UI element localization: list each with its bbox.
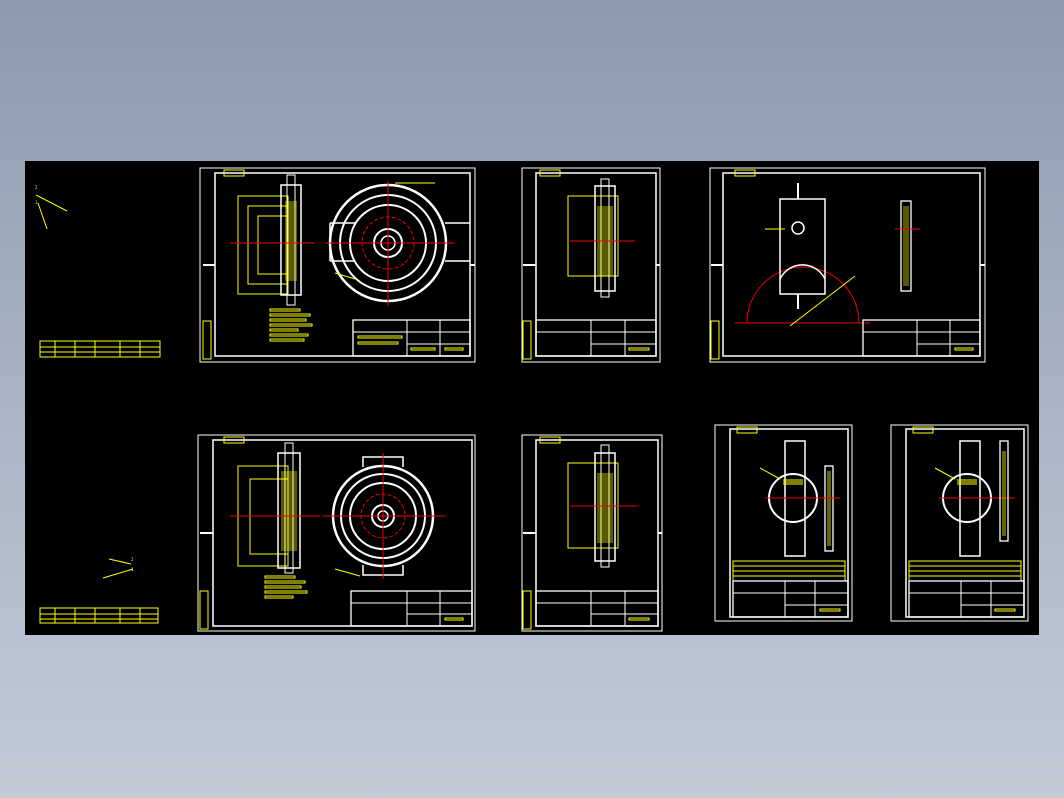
crank-side-view — [820, 465, 840, 552]
pulley-front-view — [323, 453, 445, 579]
title-block — [732, 580, 849, 618]
drawing-canvas[interactable]: 2 1 2 1 — [25, 161, 1039, 635]
sheet-small-pulley-top[interactable] — [521, 167, 661, 363]
parts-list — [908, 560, 1022, 582]
small-pulley-section — [567, 444, 637, 568]
title-block — [908, 580, 1025, 618]
title-block — [862, 319, 981, 357]
parts-list-table-top — [39, 340, 161, 358]
sheet-arm-top[interactable] — [709, 167, 986, 363]
pulley-section-view — [230, 442, 320, 574]
parts-list — [732, 560, 846, 582]
parts-list-table-bottom — [39, 607, 159, 624]
sheet-small-pulley-bottom[interactable] — [521, 434, 663, 632]
pulley-front-view — [325, 181, 470, 306]
svg-text:1: 1 — [131, 567, 134, 572]
sheet-crank-b[interactable] — [890, 424, 1029, 622]
small-pulley-section — [567, 178, 635, 298]
crank-front-view — [934, 440, 1015, 557]
crank-side-view — [999, 440, 1009, 542]
sheet-crank-a[interactable] — [714, 424, 853, 622]
leader-annotation-bottom: 2 1 — [102, 557, 134, 579]
svg-text:2: 2 — [131, 557, 134, 562]
technical-notes — [264, 575, 308, 599]
arm-side-view — [895, 200, 920, 292]
pulley-section-view — [230, 174, 315, 306]
sheet-pulley-top[interactable] — [199, 167, 476, 363]
cad-model-space: 2 1 2 1 — [35, 167, 1029, 632]
crank-front-view — [759, 440, 825, 557]
title-block — [535, 319, 657, 357]
svg-text:1: 1 — [35, 200, 38, 205]
technical-notes — [269, 308, 313, 342]
title-block — [350, 590, 473, 627]
sheet-pulley-bottom[interactable] — [197, 434, 476, 632]
title-block — [535, 590, 659, 627]
arm-front-view — [735, 183, 870, 327]
leader-annotation-top: 2 1 — [35, 185, 68, 230]
title-block — [352, 319, 471, 357]
svg-text:2: 2 — [35, 185, 38, 190]
